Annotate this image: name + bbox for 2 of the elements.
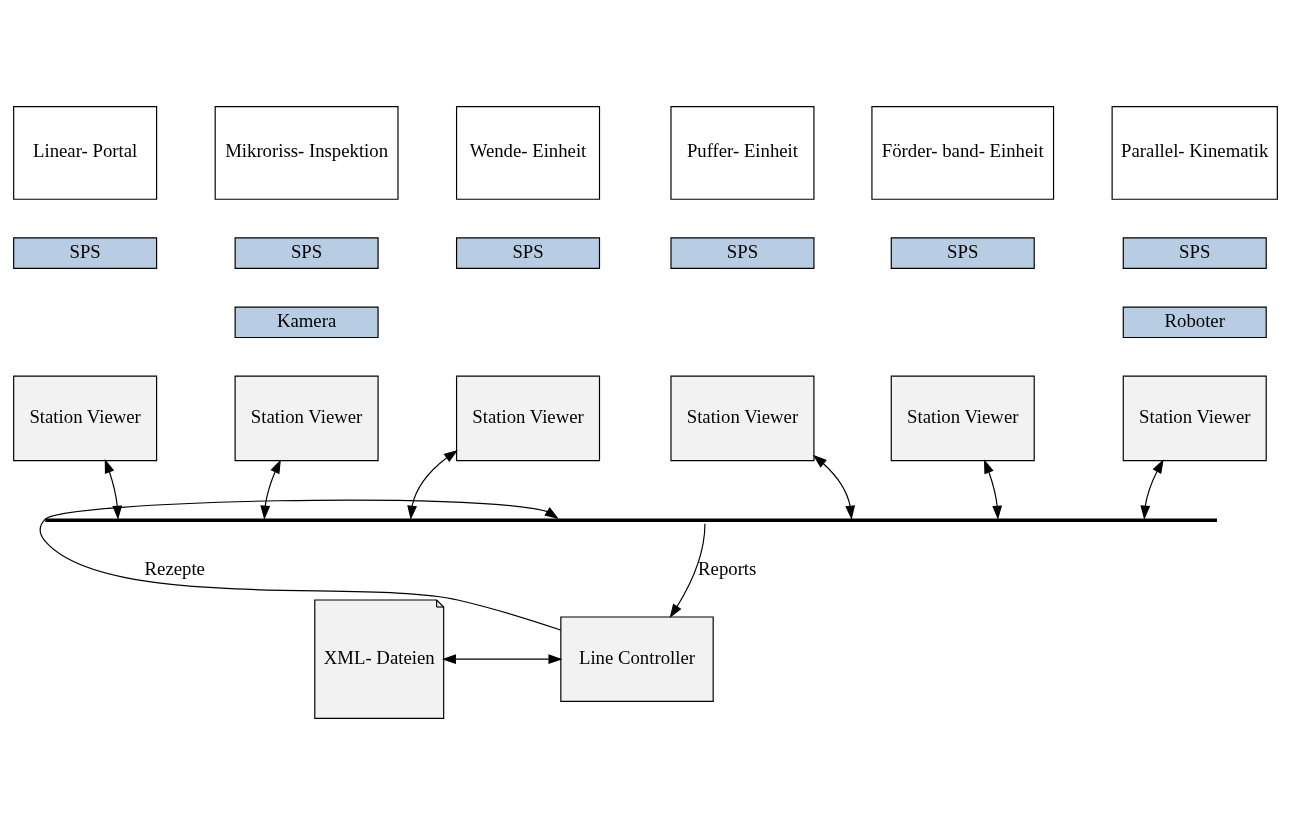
edge-label: Reports — [698, 558, 757, 580]
edge-label: Rezepte — [144, 558, 205, 580]
